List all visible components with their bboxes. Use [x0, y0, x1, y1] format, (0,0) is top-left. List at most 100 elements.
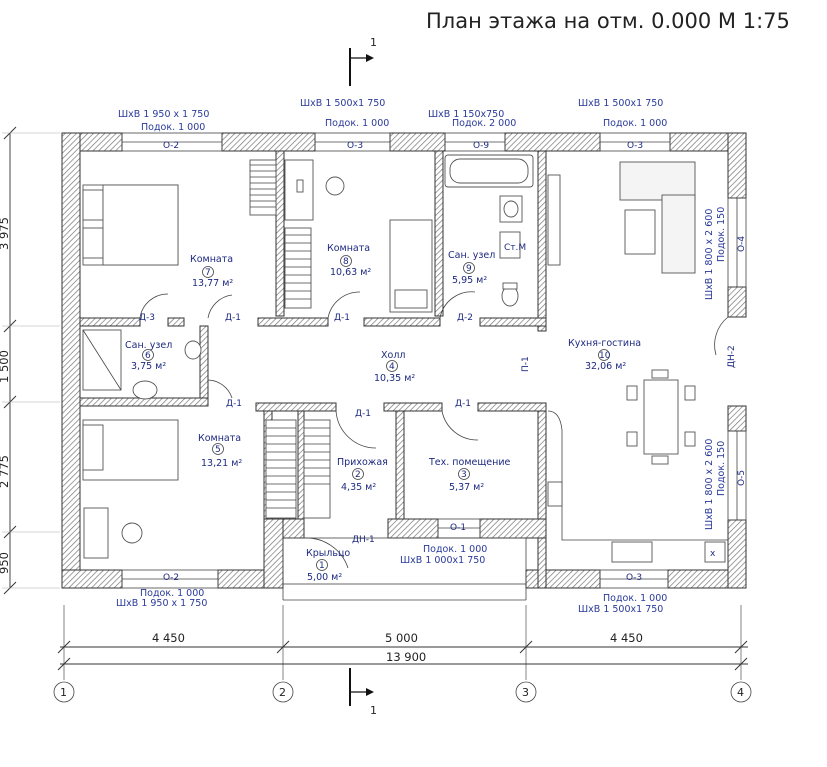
window-label: ШхВ 1 800 х 2 600 [704, 209, 715, 300]
window-sill-label: Подок. 1 000 [325, 118, 389, 129]
section-mark-bottom: 1 [349, 668, 377, 717]
window-sill-label: Подок. 2 000 [452, 118, 516, 129]
section-label-top: 1 [370, 36, 377, 49]
wardrobe-icon [303, 419, 331, 519]
svg-text:4: 4 [389, 362, 395, 372]
mark-d1: Д-1 [225, 313, 241, 323]
element-marks: О-2 О-3 О-9 О-3 О-4 О-5 О-2 О-1 О-3 Д-3 … [139, 141, 747, 583]
mark-o4: О-4 [737, 236, 747, 252]
kitchen-sink-icon [611, 541, 653, 563]
mark-o2-bot: О-2 [163, 573, 179, 583]
room-label-9: Сан. узел 9 5,95 м² [448, 250, 495, 286]
svg-text:Сан. узел: Сан. узел [448, 250, 495, 261]
window-label: ШхВ 1 500х1 750 [300, 98, 385, 109]
svg-text:8: 8 [343, 257, 349, 267]
svg-text:Комната: Комната [198, 433, 241, 444]
mark-o1: О-1 [450, 523, 466, 533]
dim-total: 13 900 [386, 650, 426, 664]
room-label-6: Сан. узел 6 3,75 м² [125, 340, 172, 372]
wardrobe-icon [284, 227, 312, 309]
svg-text:1: 1 [319, 561, 325, 571]
window-sill-label: Подок. 1 000 [603, 118, 667, 129]
svg-text:Сан. узел: Сан. узел [125, 340, 172, 351]
svg-text:Тех. помещение: Тех. помещение [428, 457, 511, 468]
window-label: ШхВ 1 150х750 [428, 109, 504, 120]
svg-text:10: 10 [599, 351, 611, 361]
axis-markers: 1 2 3 4 [53, 681, 752, 703]
svg-text:10,35 м²: 10,35 м² [374, 373, 415, 384]
dim-bottom-1: 4 450 [152, 631, 185, 645]
window-sill-label: Подок. 1 000 [140, 588, 204, 599]
svg-text:9: 9 [466, 264, 472, 274]
svg-text:6: 6 [145, 351, 151, 361]
svg-text:Комната: Комната [190, 254, 233, 265]
walls [61, 132, 747, 589]
mark-d2: Д-2 [457, 313, 473, 323]
wardrobe-icon [249, 159, 277, 216]
svg-text:4,35 м²: 4,35 м² [341, 482, 376, 493]
room-label-8: Комната 8 10,63 м² [327, 243, 371, 278]
axis-marker-4: 4 [730, 681, 752, 703]
sofa-icon [619, 161, 696, 201]
washing-machine-icon [499, 231, 521, 259]
axis-marker-1: 1 [53, 681, 75, 703]
svg-text:Крыльцо: Крыльцо [306, 548, 350, 559]
svg-text:Холл: Холл [381, 350, 405, 361]
window-label: ШхВ 1 950 х 1 750 [116, 598, 207, 609]
svg-text:4: 4 [737, 686, 744, 699]
section-label-bottom: 1 [370, 704, 377, 717]
mark-d1: Д-1 [334, 313, 350, 323]
svg-text:2: 2 [279, 686, 286, 699]
mark-d1: Д-1 [455, 399, 471, 409]
svg-text:7: 7 [205, 268, 211, 278]
stove-icon [547, 481, 563, 507]
left-dimensions: 3 975 1 500 2 775 950 [0, 126, 60, 595]
svg-text:1: 1 [60, 686, 67, 699]
window-sill-label: Подок. 1 000 [141, 122, 205, 133]
room-label-5: Комната 5 13,21 м² [198, 433, 242, 469]
mark-p1: П-1 [521, 356, 531, 372]
svg-text:2: 2 [355, 470, 361, 480]
bottom-dimensions: 4 450 5 000 4 450 13 900 [57, 605, 748, 680]
section-mark-top: 1 [349, 36, 377, 86]
svg-text:Прихожая: Прихожая [337, 457, 388, 468]
axis-marker-2: 2 [272, 681, 294, 703]
fridge-icon [704, 541, 726, 563]
window-label: ШхВ 1 500х1 750 [578, 98, 663, 109]
plan-title: План этажа на отм. 0.000 М 1:75 [426, 9, 790, 33]
dim-left-2: 1 500 [0, 350, 11, 383]
mark-dn1: ДН-1 [352, 535, 375, 545]
svg-text:x: x [710, 549, 716, 559]
svg-text:5,00 м²: 5,00 м² [307, 572, 342, 583]
desk-icon [83, 507, 109, 559]
window-label: ШхВ 1 000х1 750 [400, 555, 485, 566]
svg-text:Кухня-гостина: Кухня-гостина [568, 338, 641, 349]
window-sill-label: Подок. 1 000 [423, 544, 487, 555]
dim-left-4: 950 [0, 552, 11, 574]
dining-table-icon [643, 379, 679, 455]
window-sill-label: Подок. 1 000 [603, 593, 667, 604]
room-label-4: Холл 4 10,35 м² [374, 350, 415, 384]
mark-d1: Д-1 [226, 399, 242, 409]
mark-o9: О-9 [473, 141, 489, 151]
axis-marker-3: 3 [515, 681, 537, 703]
svg-text:Комната: Комната [327, 243, 370, 254]
window-sill-label: Подок. 150 [716, 207, 727, 262]
window-label: ШхВ 1 800 х 2 600 [704, 439, 715, 530]
svg-text:5: 5 [215, 445, 221, 455]
coffee-table-icon [624, 209, 656, 255]
wardrobe-icon [265, 419, 297, 519]
window-labels: ШхВ 1 950 х 1 750 Подок. 1 000 ШхВ 1 500… [116, 98, 727, 615]
kitchen-counter [547, 410, 728, 541]
room-label-2: Прихожая 2 4,35 м² [337, 457, 388, 493]
mark-o3-top: О-3 [347, 141, 363, 151]
tv-stand-icon [547, 174, 561, 266]
svg-text:3: 3 [522, 686, 529, 699]
svg-text:5,95 м²: 5,95 м² [452, 275, 487, 286]
dim-left-3: 2 775 [0, 455, 11, 488]
mark-o3-top2: О-3 [627, 141, 643, 151]
window-sill-label: Подок. 150 [716, 441, 727, 496]
chair-icon [325, 176, 345, 196]
room-label-1: Крыльцо 1 5,00 м² [306, 548, 350, 583]
